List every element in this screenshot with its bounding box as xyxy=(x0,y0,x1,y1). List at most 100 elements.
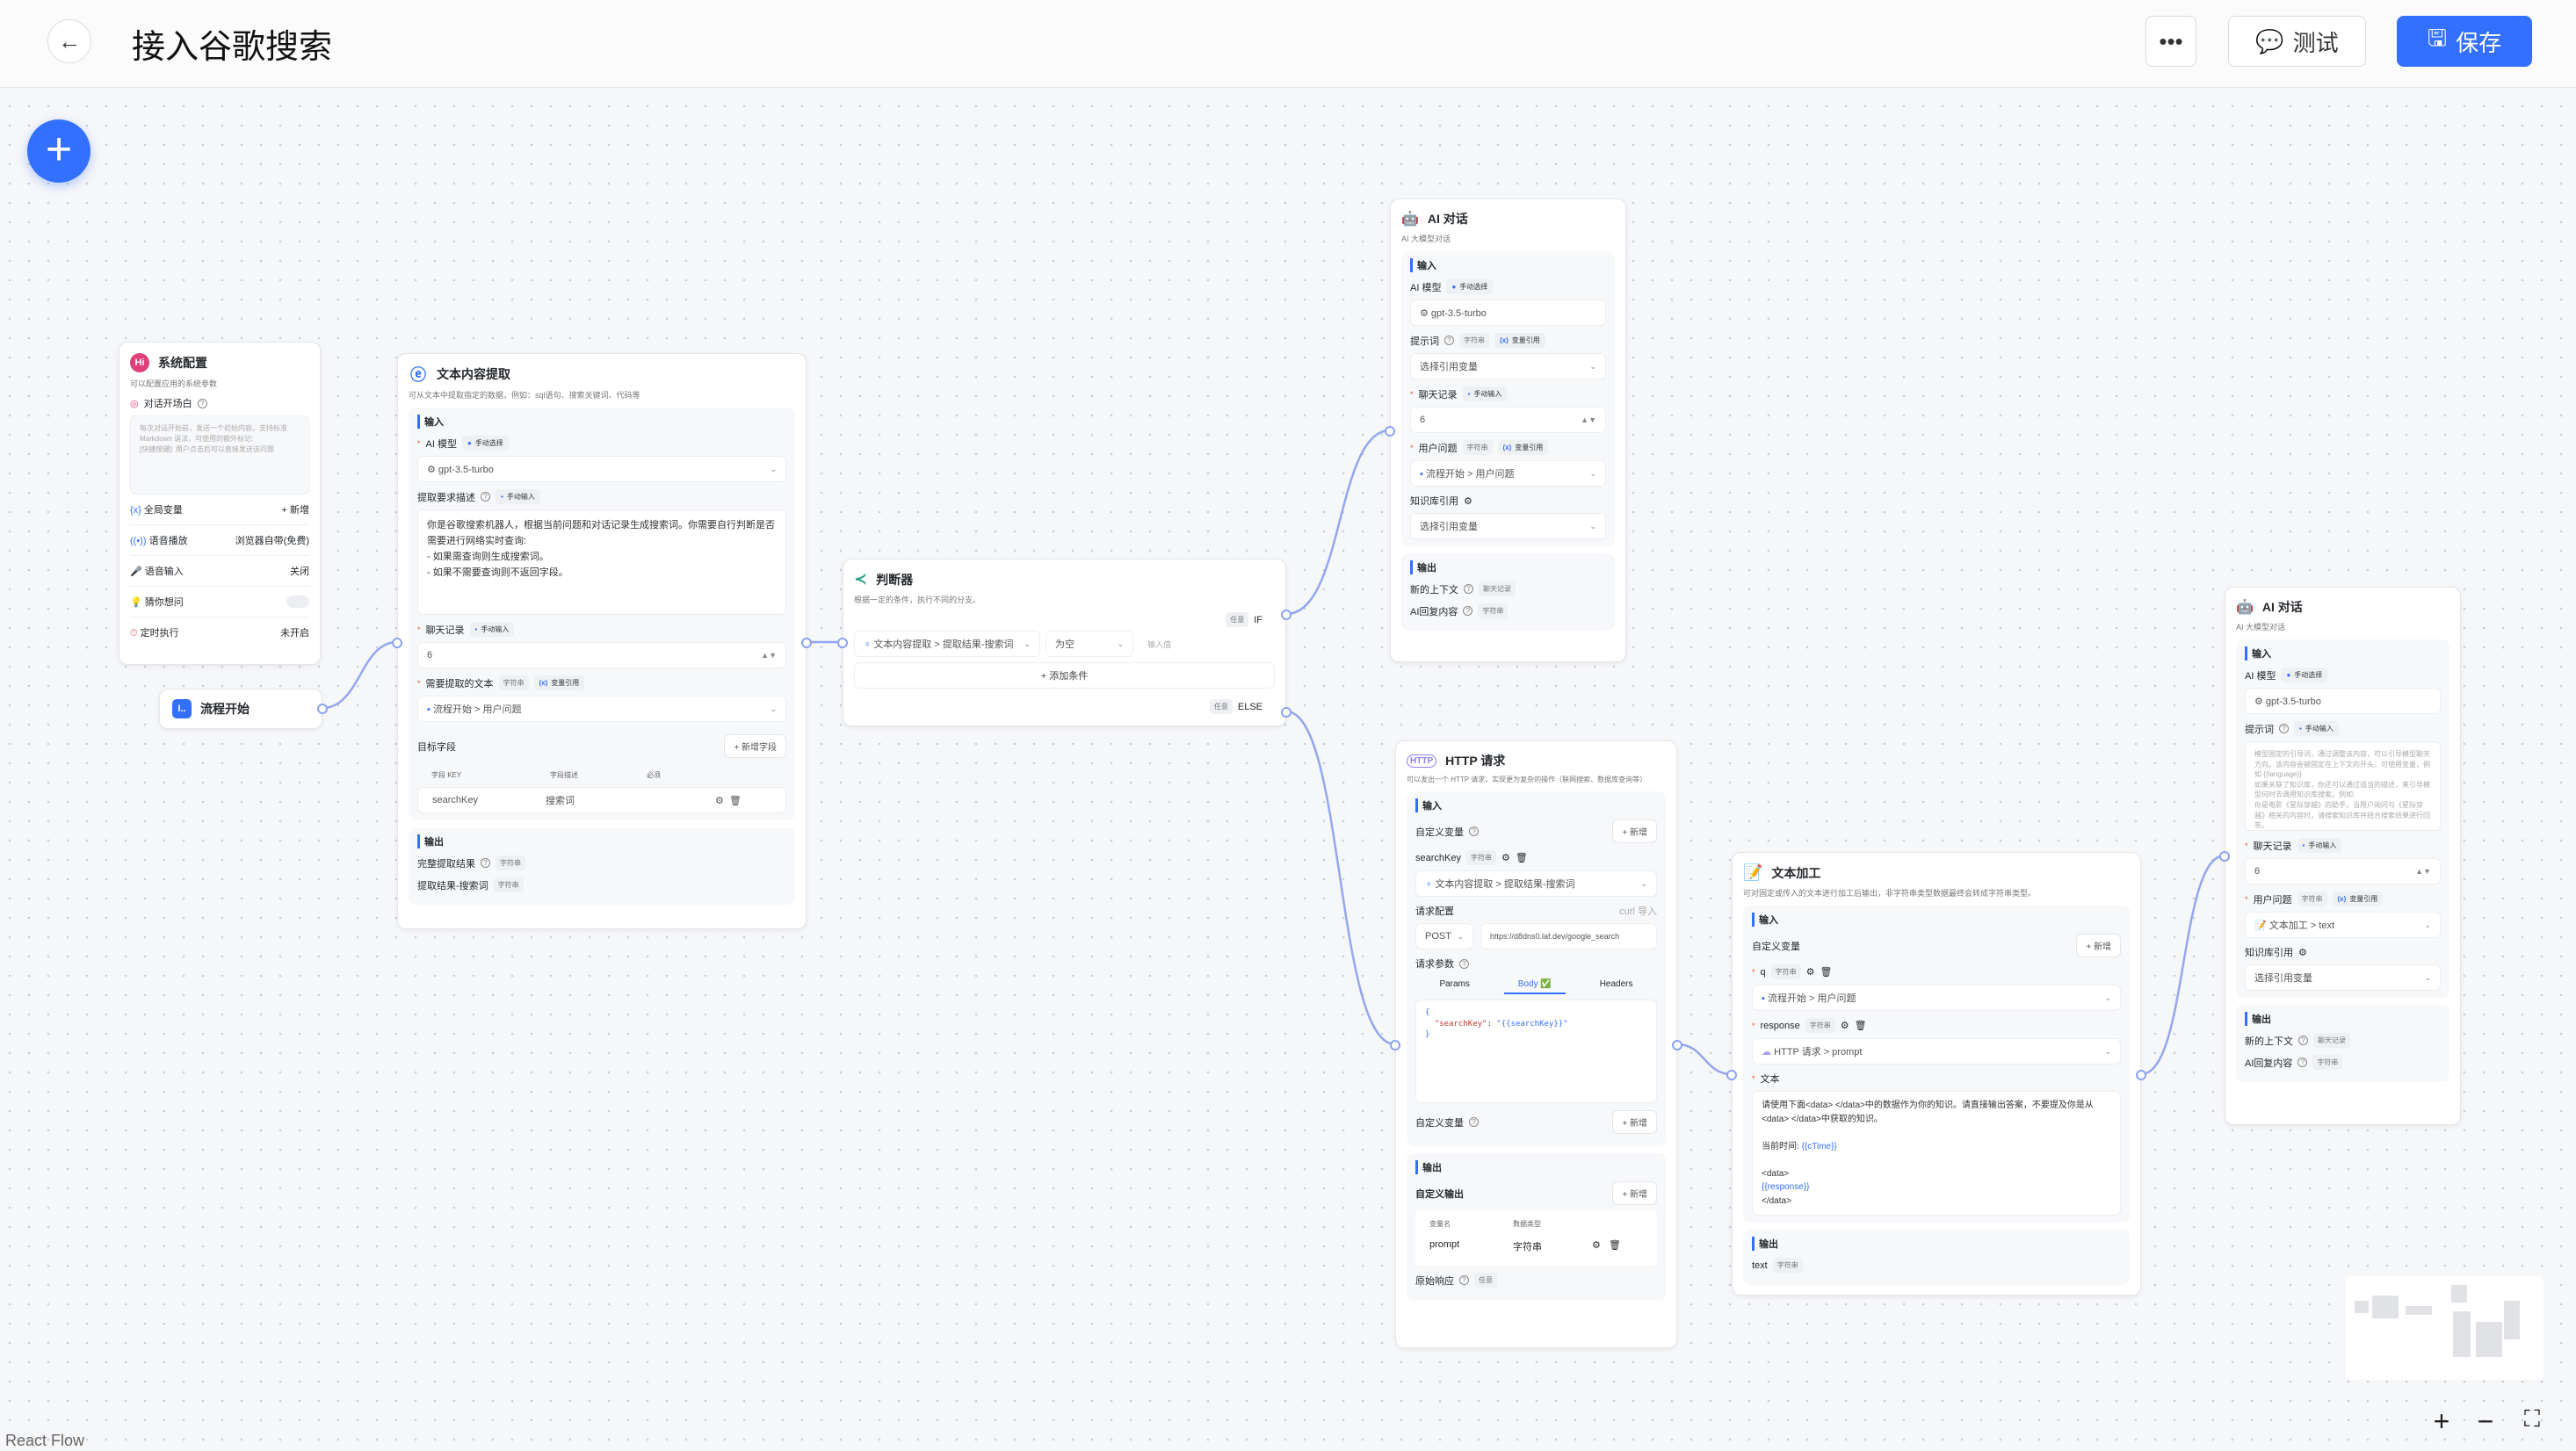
gear-icon[interactable]: ⚙ xyxy=(1501,853,1510,863)
history-stepper[interactable]: 6▲▼ xyxy=(417,642,786,668)
edge-textproc-ai2[interactable] xyxy=(2140,854,2225,1076)
model-select[interactable]: ⚙ gpt-3.5-turbo xyxy=(1410,300,1606,326)
text-select[interactable]: ▪ 流程开始 > 用户问题⌄ xyxy=(417,696,786,722)
kb-select[interactable]: 选择引用变量⌄ xyxy=(2245,964,2441,991)
type-tag: 字符串 xyxy=(1478,603,1509,618)
global-vars-row[interactable]: {x} 全局变量+ 新增 xyxy=(130,494,309,525)
select-value: 为空 xyxy=(1055,639,1075,650)
body-editor[interactable]: { "searchKey": "{{searchKey}}" } xyxy=(1415,1000,1657,1103)
trash-icon[interactable]: 🗑 xyxy=(1515,853,1528,863)
node-ai-chat-2[interactable]: 🤖AI 对话 AI 大模型对话 输入 AI 模型●手动选择 ⚙ gpt-3.5-… xyxy=(2219,587,2461,1125)
tab-headers[interactable]: Headers xyxy=(1599,979,1633,989)
node-flow-start[interactable]: I..流程开始 xyxy=(159,689,328,729)
edge-else-http[interactable] xyxy=(1285,710,1396,1046)
variable-select[interactable]: ♀ 文本内容提取 > 提取结果-搜索词⌄ xyxy=(1415,870,1657,897)
add-variable-button[interactable]: + 新增 xyxy=(1612,819,1657,843)
variable-select[interactable]: ▪ 流程开始 > 用户问题⌄ xyxy=(1752,985,2121,1011)
source-handle[interactable] xyxy=(2136,1070,2146,1080)
add-variable-button[interactable]: + 新增 xyxy=(2076,934,2121,957)
zoom-in-button[interactable]: + xyxy=(2433,1405,2450,1437)
question-select[interactable]: 📝 文本加工 > text⌄ xyxy=(2245,912,2441,938)
url-input[interactable]: https://d8dns0.laf.dev/google_search xyxy=(1480,923,1657,949)
back-button[interactable]: ← xyxy=(47,19,91,63)
type-tag: 字符串 xyxy=(1459,333,1489,348)
tab-body[interactable]: Body ✅ xyxy=(1503,976,1566,994)
tts-row[interactable]: ((•)) 语音播放浏览器自带(免费) xyxy=(130,525,309,556)
node-ai-chat-1[interactable]: 🤖AI 对话 AI 大模型对话 输入 AI 模型●手动选择 ⚙ gpt-3.5-… xyxy=(1385,199,1626,662)
node-text-processing[interactable]: 📝文本加工 可对固定或传入的文本进行加工后输出，非字符串类型数据最终会转成字符串… xyxy=(1726,852,2146,1296)
code-value: "{{searchKey}}" xyxy=(1496,1019,1568,1029)
add-global-var[interactable]: + 新增 xyxy=(281,505,309,516)
add-output-button[interactable]: + 新增 xyxy=(1612,1181,1657,1205)
react-flow-attribution[interactable]: React Flow xyxy=(5,1432,85,1449)
variable-select[interactable]: ☁ HTTP 请求 > prompt⌄ xyxy=(1752,1038,2121,1065)
add-variable-button[interactable]: + 新增 xyxy=(1612,1110,1657,1134)
history-value: 6 xyxy=(2254,866,2261,877)
gear-icon[interactable]: ⚙ xyxy=(2298,947,2307,958)
zoom-out-button[interactable]: − xyxy=(2477,1405,2494,1437)
save-button[interactable]: 🖫保存 xyxy=(2397,16,2532,67)
target-handle[interactable] xyxy=(1726,1070,1737,1080)
target-handle[interactable] xyxy=(2219,851,2230,862)
condition-variable-select[interactable]: ♀ 文本内容提取 > 提取结果-搜索词⌄ xyxy=(854,631,1040,657)
target-handle[interactable] xyxy=(837,638,848,648)
edge-http-textproc[interactable] xyxy=(1676,1043,1733,1076)
condition-value-input[interactable]: 输入值 xyxy=(1147,639,1172,649)
add-condition-button[interactable]: + 添加条件 xyxy=(854,662,1275,689)
model-select[interactable]: ⚙ gpt-3.5-turbo⌄ xyxy=(417,456,786,482)
target-handle[interactable] xyxy=(392,638,402,648)
prompt-textarea[interactable]: 模型固定的引导词，通过调整该内容，可以引导模型聊天方向。该内容会被固定在上下文的… xyxy=(2245,741,2441,831)
welcome-textarea[interactable]: 每次对话开始前，发送一个初始内容。支持标准 Markdown 语法，可使用的额外… xyxy=(130,415,309,494)
edge-if-ai1[interactable] xyxy=(1285,429,1391,616)
gear-icon[interactable]: ⚙ xyxy=(1464,495,1473,507)
fit-view-button[interactable]: ⛶ xyxy=(2523,1405,2541,1432)
edit-note-icon: 📝 xyxy=(1743,863,1763,881)
kb-select[interactable]: 选择引用变量⌄ xyxy=(1410,513,1606,539)
gear-icon[interactable]: ⚙ xyxy=(715,795,724,806)
add-node-button[interactable]: + xyxy=(27,119,90,183)
condition-operator-select[interactable]: 为空⌄ xyxy=(1046,631,1133,657)
target-handle[interactable] xyxy=(1390,1040,1400,1050)
target-handle[interactable] xyxy=(1385,426,1395,437)
minimap[interactable] xyxy=(2346,1276,2543,1380)
gear-icon[interactable]: ⚙ xyxy=(1592,1240,1601,1251)
if-handle[interactable] xyxy=(1281,610,1292,620)
prompt-textarea[interactable]: 你是谷歌搜索机器人，根据当前问题和对话记录生成搜索词。你需要自行判断是否需要进行… xyxy=(417,509,786,615)
add-field-button[interactable]: + 新增字段 xyxy=(724,734,786,758)
source-handle[interactable] xyxy=(801,638,812,648)
guess-row: 💡 猜你想问 xyxy=(130,587,309,617)
trash-icon[interactable]: 🗑 xyxy=(1854,1021,1867,1031)
schedule-row[interactable]: ⏱ 定时执行未开启 xyxy=(130,617,309,647)
variable-name: searchKey xyxy=(1415,852,1461,863)
trash-icon[interactable]: 🗑 xyxy=(1820,967,1833,978)
text-editor[interactable]: 请使用下面<data> </data>中的数据作为你的知识。请直接输出答案，不要… xyxy=(1752,1091,2121,1216)
variable-token: {{cTime}} xyxy=(1801,1141,1837,1151)
question-select[interactable]: ▪ 流程开始 > 用户问题⌄ xyxy=(1410,460,1606,487)
edge-start-extract[interactable] xyxy=(322,640,398,710)
guess-toggle[interactable] xyxy=(286,596,309,608)
trash-icon[interactable]: 🗑 xyxy=(1609,1240,1622,1251)
prompt-select[interactable]: 选择引用变量⌄ xyxy=(1410,353,1606,379)
gear-icon[interactable]: ⚙ xyxy=(1805,967,1815,978)
voice-input-row[interactable]: 🎤 语音输入关闭 xyxy=(130,556,309,587)
source-handle[interactable] xyxy=(1672,1040,1682,1050)
else-handle[interactable] xyxy=(1281,707,1292,718)
curl-import-link[interactable]: curl 导入 xyxy=(1619,906,1657,917)
tab-params[interactable]: Params xyxy=(1439,979,1470,989)
type-tag: 任意 xyxy=(1226,612,1249,627)
method-select[interactable]: POST⌄ xyxy=(1415,923,1473,949)
history-stepper[interactable]: 6▲▼ xyxy=(1410,407,1606,433)
source-handle[interactable] xyxy=(317,704,328,714)
gear-icon[interactable]: ⚙ xyxy=(1840,1021,1849,1031)
node-desc: AI 大模型对话 xyxy=(2236,623,2286,632)
save-label: 保存 xyxy=(2456,29,2502,56)
history-stepper[interactable]: 6▲▼ xyxy=(2245,858,2441,884)
trash-icon[interactable]: 🗑 xyxy=(729,795,742,806)
more-button[interactable]: ••• xyxy=(2145,16,2196,67)
model-select[interactable]: ⚙ gpt-3.5-turbo xyxy=(2245,688,2441,714)
test-button[interactable]: 💬测试 xyxy=(2228,16,2366,67)
